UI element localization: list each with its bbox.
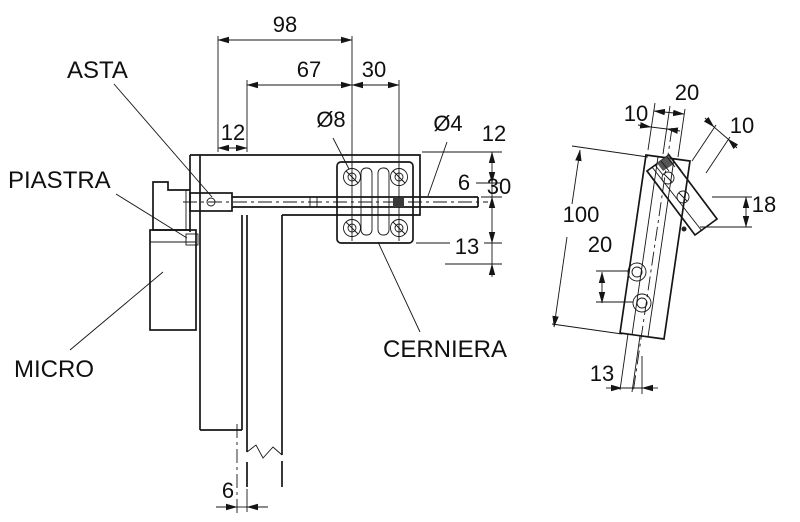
front-extension-lines	[217, 36, 502, 512]
dim-rod-length: 67	[297, 57, 321, 82]
micro-switch	[149, 229, 199, 331]
front-dimension-lines	[216, 36, 496, 511]
side-view: 20 10 10 18 100 20 13	[551, 80, 776, 394]
dim-line-10-left	[650, 126, 668, 130]
plate-outline	[619, 154, 691, 340]
rod-pin-hole	[206, 197, 216, 207]
dim-hinge-width: 30	[362, 57, 386, 82]
hole-lower	[632, 293, 652, 313]
side-plate	[619, 154, 691, 393]
hatching	[654, 156, 682, 176]
dim-line-100	[571, 149, 582, 205]
hinge-slot-right	[377, 167, 390, 236]
leader-asta	[113, 83, 213, 198]
dim-plate-length: 100	[563, 202, 600, 227]
rod-end-block	[189, 192, 233, 212]
label-cerniera: CERNIERA	[383, 336, 507, 363]
side-dimension-lines	[552, 108, 750, 392]
hinge-cerniera	[336, 161, 414, 244]
plate-holes	[627, 262, 652, 313]
dim-left-offset: 12	[221, 120, 245, 145]
leader-hole-large	[332, 137, 350, 170]
dim-top-right: 10	[730, 113, 754, 138]
hinge-screw	[390, 168, 408, 186]
label-piastra: PIASTRA	[8, 167, 111, 194]
leader-micro	[69, 271, 164, 351]
hinge-slot-left	[360, 167, 373, 236]
rod-asta	[189, 192, 479, 212]
dim-hole-large: Ø8	[316, 107, 345, 132]
dim-line-10-right	[713, 126, 729, 140]
rod-below-plate	[619, 333, 641, 393]
micro-body	[149, 229, 197, 331]
hinge-screw	[343, 168, 361, 186]
dim-overall-width: 98	[273, 12, 297, 37]
dim-bottom-offset: 6	[222, 478, 234, 503]
dim-top-width: 20	[675, 80, 699, 105]
dim-hinge-depth: 18	[752, 192, 776, 217]
front-view: 98 67 30 12 Ø8 Ø4 12 6 30 13 6 ASTA PIAS…	[8, 12, 511, 517]
hole-upper	[627, 262, 647, 282]
centerlines	[183, 201, 488, 517]
label-asta: ASTA	[67, 57, 128, 84]
leader-hole-small	[427, 141, 448, 197]
piastra-plate	[152, 181, 190, 231]
hinge-body	[336, 161, 414, 244]
pivot-dot	[681, 226, 687, 232]
dim-side-bottom: 13	[590, 361, 614, 386]
hinge-screw-side	[676, 190, 690, 204]
dim-right-bottom: 13	[455, 234, 479, 259]
dim-line-20-top	[653, 108, 685, 117]
hinge-screw	[343, 219, 361, 237]
dim-right-top: 12	[482, 121, 506, 146]
hinge-screw-side	[661, 171, 675, 185]
leader-piastra	[115, 193, 188, 239]
dim-hole-spacing: 20	[588, 232, 612, 257]
break-symbol	[246, 444, 283, 459]
dim-hole-small: Ø4	[433, 111, 462, 136]
dim-top-left: 10	[624, 101, 648, 126]
support-bars	[199, 155, 283, 487]
label-micro: MICRO	[14, 356, 94, 383]
label-leaders	[69, 83, 421, 351]
dim-right-rod: 6	[458, 170, 470, 195]
dim-right-mid: 30	[487, 174, 511, 199]
rod-tip-in-slot	[393, 198, 404, 207]
side-extension-lines	[551, 102, 752, 394]
leader-cerniera	[377, 241, 421, 333]
hinge-side-view	[645, 153, 719, 237]
hinge-leaf	[645, 153, 719, 237]
hinge-screw	[390, 219, 408, 237]
micro-plunger	[185, 233, 199, 246]
